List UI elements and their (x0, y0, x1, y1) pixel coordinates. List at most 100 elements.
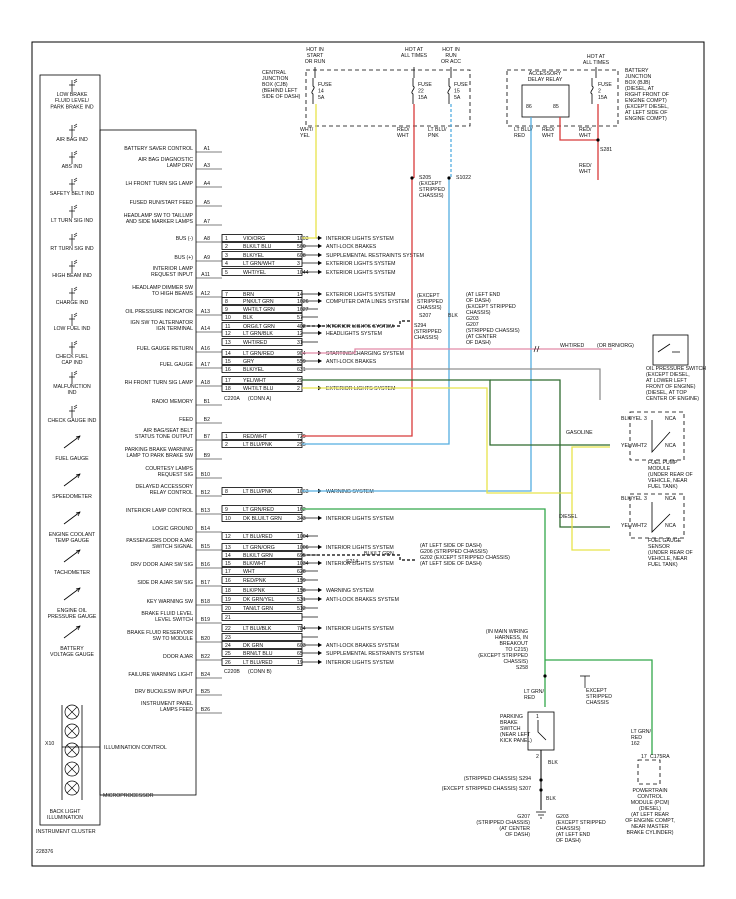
conn-a-wire-color: LT GRN/WHT (243, 261, 276, 267)
fuse-15-icon (447, 78, 451, 104)
conn-a-circuit: 57 (297, 315, 303, 321)
conn-b-cavity (221, 633, 303, 641)
bulb-filament-icon (66, 782, 78, 794)
fuel-sender-icon (651, 420, 671, 454)
bjb-label: BATTERY (625, 68, 649, 74)
oil-pressure-switch (652, 334, 689, 366)
conn-a-destination: HEADLIGHTS SYSTEM (326, 331, 382, 337)
pin-label: BRAKE FLUID LEVEL (141, 611, 193, 617)
wire-label: BLK (546, 796, 556, 802)
conn-a-pin: 1 (225, 236, 228, 242)
relay-label: ACCESSORY (529, 71, 562, 77)
gauge-label: FUEL GAUGE (55, 456, 89, 462)
conn-a-wire-color: WHT/RED (243, 340, 267, 346)
blk-label: BLK (448, 313, 458, 319)
gauge-needle-icon (63, 473, 81, 487)
g203-note: (EXCEPT STRIPPED (466, 304, 516, 310)
conn-a-circuit: 29 (297, 378, 303, 384)
conn-b-pin: 9 (225, 507, 228, 513)
conn-a-arrow (318, 291, 322, 297)
pin-id: A18 (201, 380, 210, 386)
wire-label: WHT/ (300, 127, 314, 133)
conn-a-destination: STARTING/CHARGING SYSTEM (326, 351, 404, 357)
pin-id: A8 (204, 236, 210, 242)
fuel-sensor-label: SENSOR (648, 544, 670, 550)
fuel-sensor-label: FUEL GAUGE (648, 538, 682, 544)
pin-label: COURTESY LAMPS (145, 466, 193, 472)
g203-note: G203 (466, 316, 479, 322)
conn-a-arrow (318, 298, 322, 304)
conn-a-wire-color: BLK (243, 315, 253, 321)
wire-label: RED/ (579, 163, 592, 169)
fuse-14-label: 14 (318, 89, 324, 95)
indicator-label: AIR BAG IND (56, 137, 88, 143)
pin-label: OIL PRESSURE INDICATOR (125, 309, 193, 315)
hot-in-start-label: START (307, 53, 324, 59)
g203-label: (EXCEPT STRIPPED (556, 820, 606, 826)
g203-label: CHASSIS) (556, 826, 581, 832)
conn-a-wire-color: LT GRN/RED (243, 351, 274, 357)
wire-label: YEL/WHT (621, 523, 645, 529)
wire-label: WHT (542, 133, 555, 139)
indicator-label: RT TURN SIG IND (50, 246, 93, 252)
g206-label: (AT LEFT SIDE OF DASH) (420, 543, 482, 549)
s258-label: S258 (516, 665, 528, 671)
conn-b-destination: INTERIOR LIGHTS SYSTEM (326, 516, 394, 522)
conn-a-pin: 15 (225, 359, 231, 365)
conn-b-arrow (318, 515, 322, 521)
pin-label: LAMPS FEED (160, 707, 193, 713)
gauge-label: ENGINE OIL (57, 608, 87, 614)
indicator-ray-icon (73, 232, 78, 238)
conn-a-wire-color: PNK/LT GRN (243, 299, 274, 305)
red-wire-relay (559, 117, 598, 141)
gauge-arrow-icon (75, 549, 81, 555)
conn-a-pin: 9 (225, 307, 228, 313)
gauge-arrow-icon (75, 435, 81, 441)
conn-a-cavity (221, 313, 303, 321)
sensor-pin: 3 (644, 416, 647, 422)
fuse-15-label: 5A (454, 95, 461, 101)
conn-a-circuit: 1626 (297, 299, 309, 305)
pin-id: A5 (204, 200, 210, 206)
wire-label: WHT/RED (560, 343, 584, 349)
s258-label: TO C215) (505, 647, 528, 653)
indicator-label: CHECK GAUGE IND (48, 418, 97, 424)
gauge-needle-icon (63, 511, 81, 525)
conn-a-destination: EXTERIOR LIGHTS SYSTEM (326, 270, 395, 276)
conn-a-wire-color: WHT/YEL (243, 270, 266, 276)
gauge-needle-icon (63, 549, 81, 563)
conn-b-destination: SUPPLEMENTAL RESTRAINTS SYSTEM (326, 651, 424, 657)
relay-label: DELAY RELAY (528, 77, 563, 83)
pin-label: IGN SW TO ALTERNATOR (130, 320, 193, 326)
bulb-icon (64, 704, 80, 720)
conn-b-circuit: 65 (297, 651, 303, 657)
conn-b-circuit: 1063 (297, 489, 309, 495)
conn-b-pin: 23 (225, 635, 231, 641)
conn-b-wire-color: BLK/WHT (243, 561, 267, 567)
conn-b-pin: 24 (225, 643, 231, 649)
conn-b-label: C220B (224, 669, 240, 675)
fuel-sensor-label: FUEL TANK) (648, 562, 678, 568)
conn-b-arrow (318, 560, 322, 566)
central-junction-box (305, 69, 471, 127)
conn-a-circuit: 1627 (297, 307, 309, 313)
g206-label: G206 (STRIPPED CHASSIS) (420, 549, 488, 555)
wire-label: RED/ (397, 127, 410, 133)
red-wire-729 (302, 178, 413, 437)
pin-id: B26 (201, 707, 210, 713)
bulb-filament-icon (66, 763, 78, 775)
conn-a-circuit: 3 (297, 261, 300, 267)
pin-label: RH FRONT TURN SIG LAMP (125, 380, 194, 386)
conn-a-circuit: 402 (297, 324, 306, 330)
hot-at-all-times-label: ALL TIMES (401, 53, 428, 59)
conn-a-pin: 13 (225, 340, 231, 346)
wire-label: LT GRN/ (631, 729, 652, 735)
conn-a-arrow (318, 358, 322, 364)
conn-a-wire-color: BLK/YEL (243, 253, 264, 259)
parking-brake-label: SWITCH (500, 726, 521, 732)
cjb-label: SIDE OF DASH) (262, 94, 301, 100)
sensor-pin: 2 (644, 523, 647, 529)
indicator-label: CHARGE IND (56, 300, 89, 306)
pcm-label: POWERTRAIN (632, 788, 667, 794)
indicator-ray-icon (73, 204, 78, 210)
